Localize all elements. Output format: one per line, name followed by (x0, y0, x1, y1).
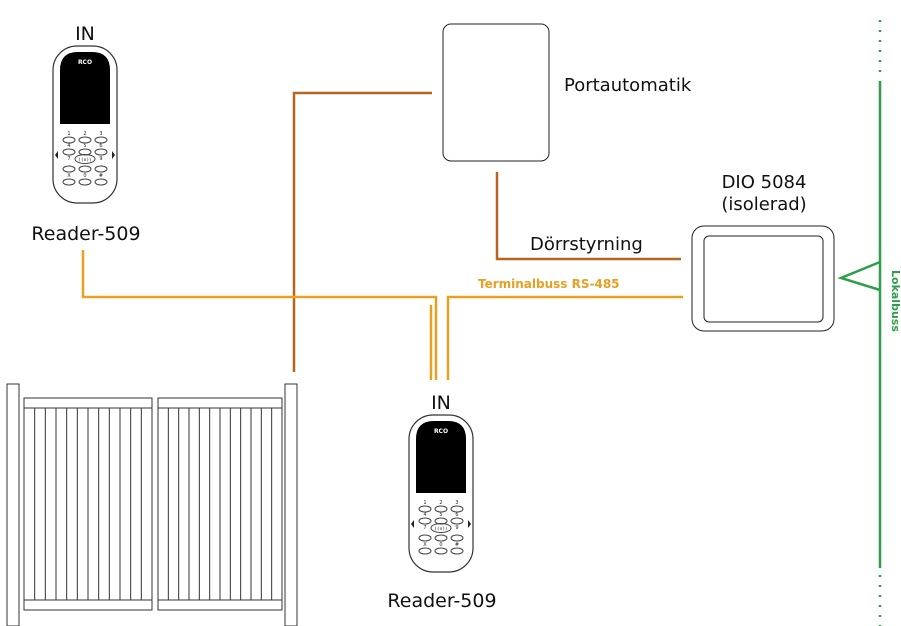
reader-key (78, 136, 92, 144)
gate-bottom-rail (23, 599, 153, 611)
reader-key (418, 517, 432, 525)
reader-key (94, 148, 108, 156)
key-label: 0 (83, 173, 86, 179)
reader-brand: RCO (434, 428, 448, 435)
key-label: 5 (439, 512, 442, 518)
reader-key (62, 178, 76, 186)
reader-brand: RCO (78, 59, 92, 66)
reader-key (450, 505, 464, 513)
local-bus-label: Lokalbuss (889, 270, 901, 332)
reader-key (434, 534, 448, 542)
key-label: 9 (99, 156, 102, 162)
key-label: X (67, 173, 71, 179)
key-label: 2 (439, 500, 442, 506)
rfid-symbol: ((o)) (434, 526, 448, 532)
key-label: 9 (455, 525, 458, 531)
reader-key (450, 534, 464, 542)
reader-key (418, 534, 432, 542)
dio-module (691, 225, 835, 332)
reader-key (450, 517, 464, 525)
local-bus-wire (837, 20, 882, 626)
dio-subtitle: (isolerad) (721, 194, 806, 215)
reader-display (60, 52, 110, 124)
key-label: 7 (67, 156, 70, 162)
key-label: 6 (99, 143, 102, 149)
key-label: 4 (67, 143, 70, 149)
reader-key (62, 165, 76, 173)
key-label: 2 (83, 131, 86, 137)
reader-key (94, 136, 108, 144)
portautomatik-box (442, 23, 550, 162)
key-label: 4 (423, 512, 426, 518)
right-arrow-icon (468, 520, 471, 528)
terminal-bus-wire (81, 250, 683, 380)
key-label: 5 (83, 143, 86, 149)
gate-bottom-rail (157, 599, 283, 611)
terminal-bus-label: Terminalbuss RS-485 (478, 277, 620, 291)
reader-bottom-device: RCO 1 2 3 4 5 6 7 9 ((o)) X 0 # (408, 414, 474, 573)
reader-key (78, 178, 92, 186)
reader-key (418, 547, 432, 555)
left-arrow-icon (55, 151, 58, 159)
reader-key (78, 165, 92, 173)
key-label: 1 (423, 500, 426, 506)
gate-top-rail (23, 397, 153, 409)
key-label: # (99, 173, 103, 179)
reader-key (450, 547, 464, 555)
key-label: # (455, 542, 459, 548)
key-label: 3 (99, 131, 102, 137)
reader-bottom-name: Reader-509 (387, 590, 496, 612)
rfid-symbol: ((o)) (78, 157, 92, 163)
reader-top-name: Reader-509 (31, 223, 140, 245)
gate (6, 383, 298, 626)
reader-rfid-key (430, 523, 452, 533)
key-label: X (423, 542, 427, 548)
left-arrow-icon (411, 520, 414, 528)
reader-top-device: RCO 1 2 3 4 5 6 7 9 ((o)) X 0 # (52, 45, 118, 204)
reader-bottom-direction: IN (431, 392, 451, 414)
key-label: 7 (423, 525, 426, 531)
reader-key (94, 178, 108, 186)
door-control-label: Dörrstyrning (530, 234, 643, 255)
gate-post-left (6, 383, 20, 626)
reader-key (62, 148, 76, 156)
key-label: 1 (67, 131, 70, 137)
portautomatik-label: Portautomatik (564, 75, 692, 96)
reader-rfid-key (74, 154, 96, 164)
gate-post-right (284, 383, 298, 626)
reader-key (418, 505, 432, 513)
reader-key (94, 165, 108, 173)
reader-key (434, 505, 448, 513)
dio-title: DIO 5084 (722, 172, 807, 193)
gate-top-rail (157, 397, 283, 409)
key-label: 0 (439, 542, 442, 548)
door-wire (292, 91, 681, 372)
key-label: 3 (455, 500, 458, 506)
right-arrow-icon (112, 151, 115, 159)
reader-top-direction: IN (75, 23, 95, 45)
key-label: 6 (455, 512, 458, 518)
reader-key (62, 136, 76, 144)
reader-display (416, 421, 466, 493)
reader-key (434, 547, 448, 555)
